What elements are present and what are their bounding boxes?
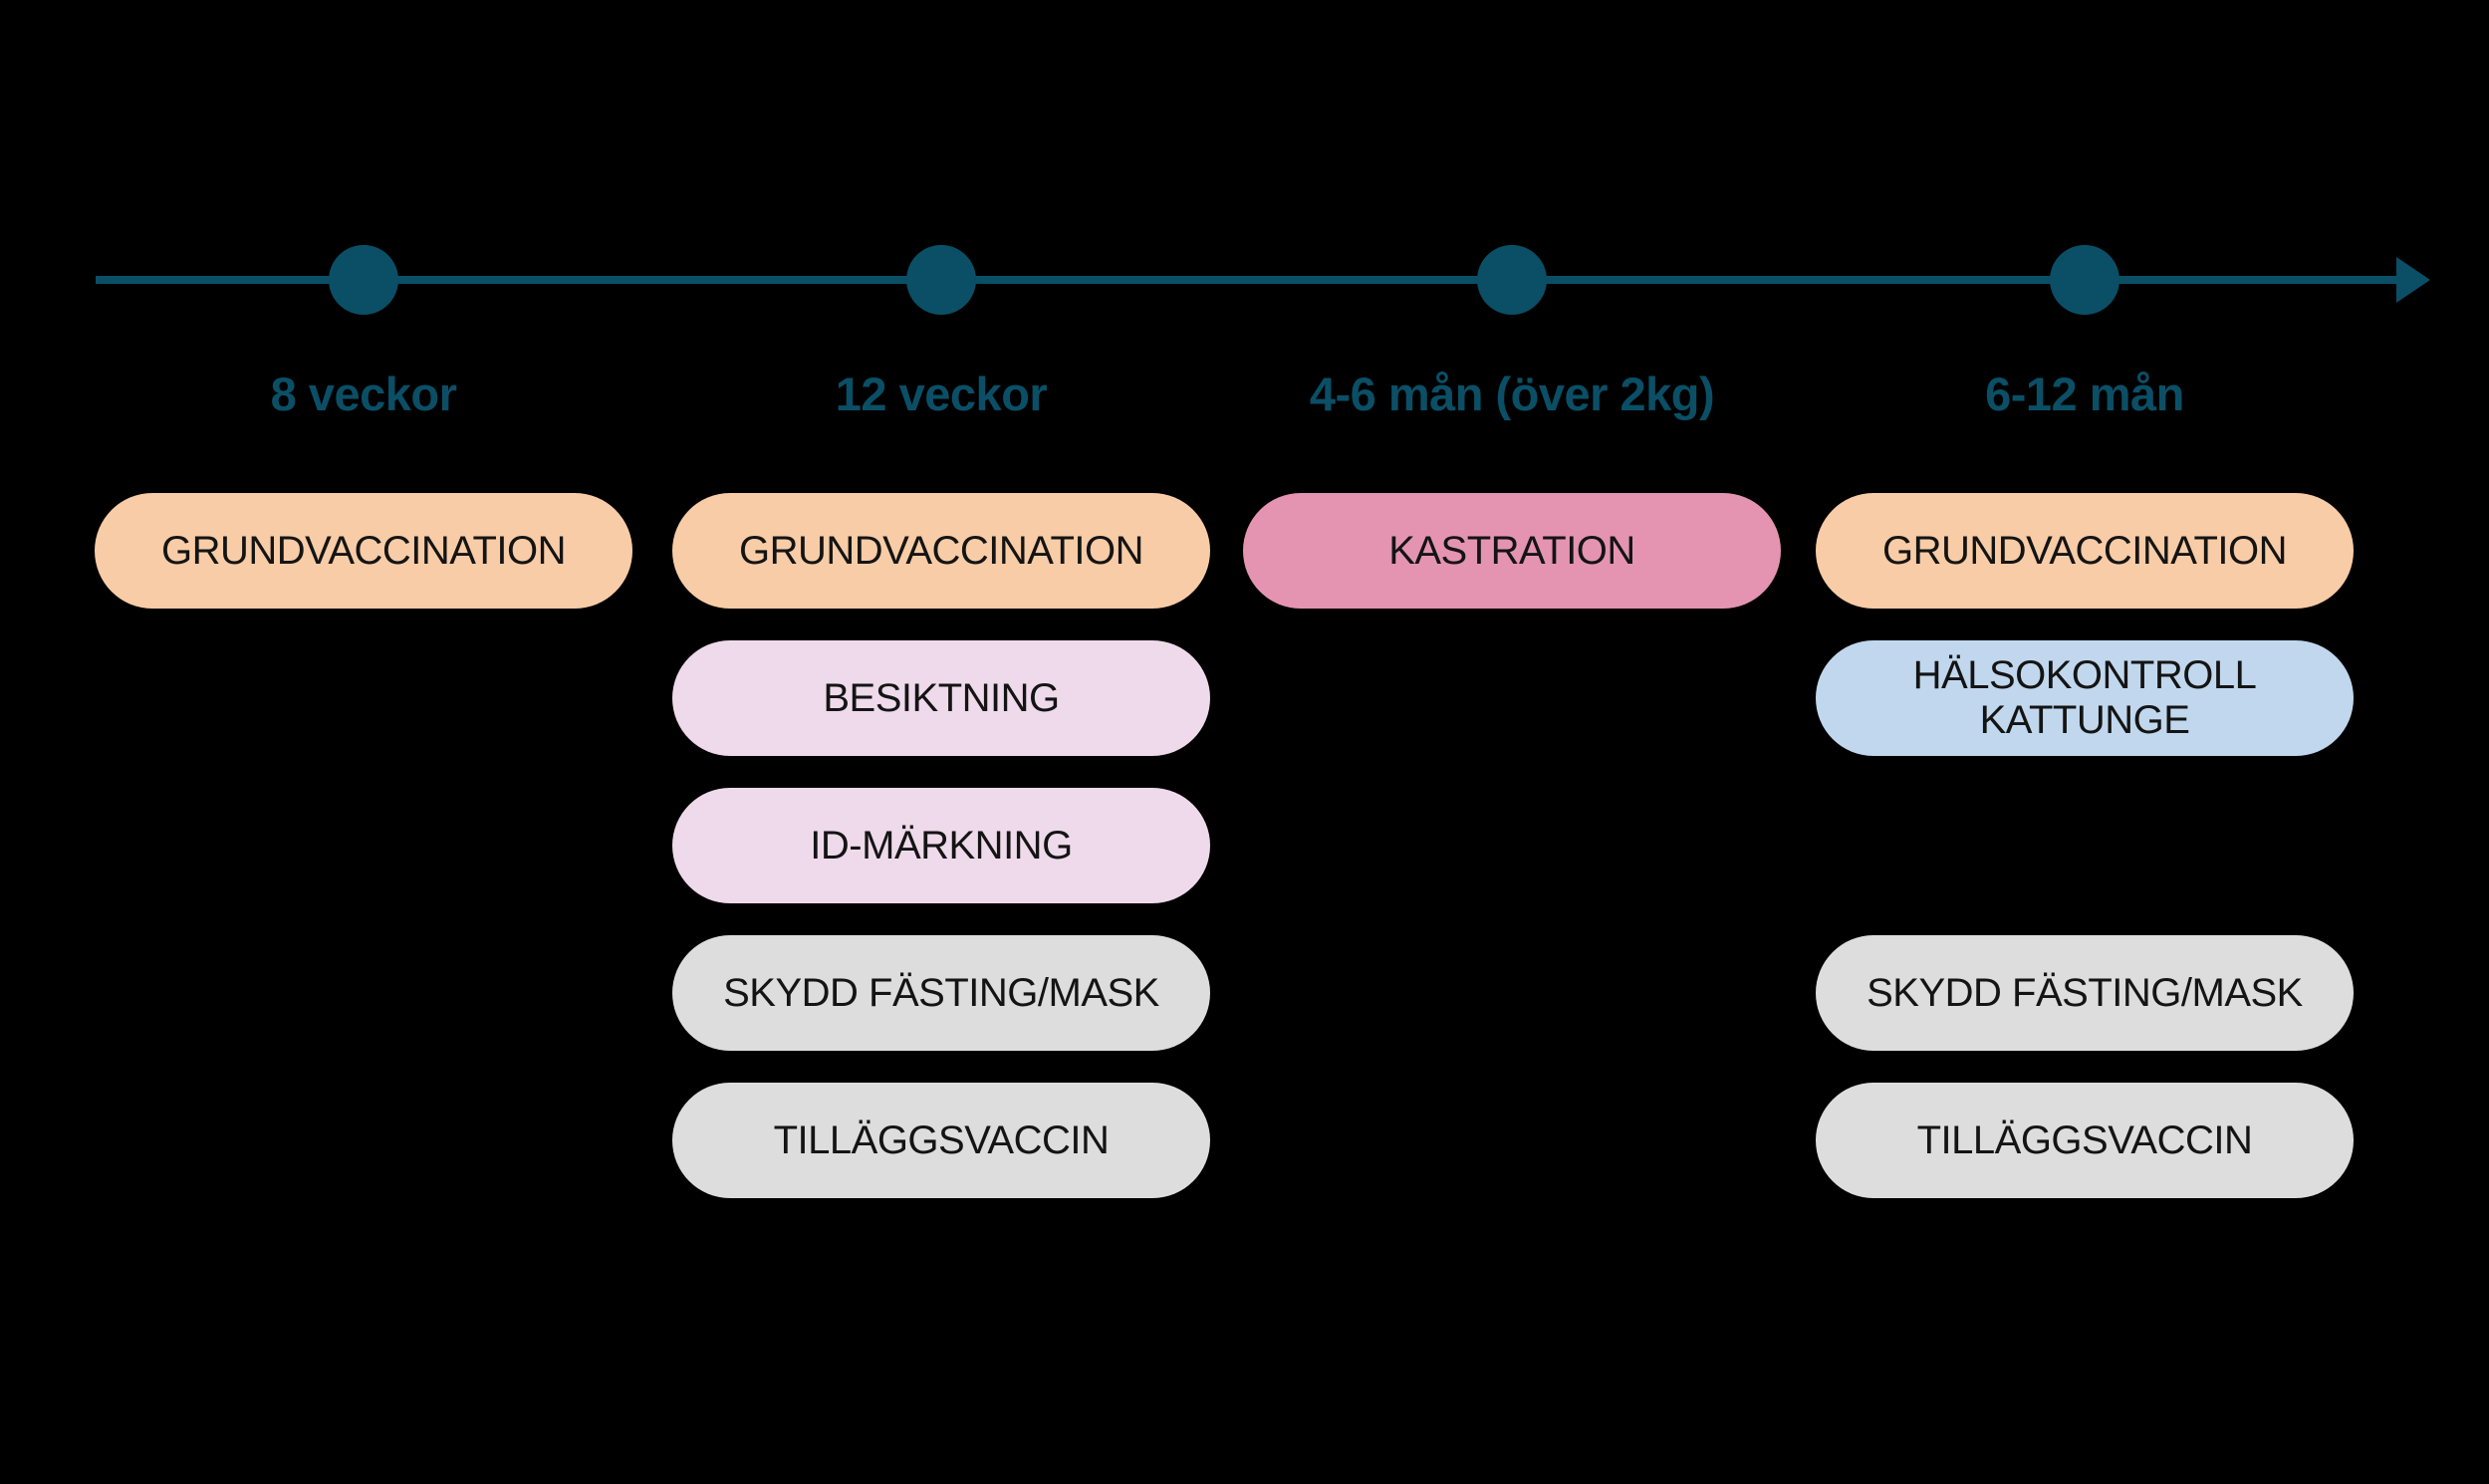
pill-skydd-fasting-mask-12-veckor: SKYDD FÄSTING/MASK: [672, 935, 1210, 1051]
pill-halsokontroll-kattunge: HÄLSOKONTROLL KATTUNGE: [1816, 640, 2354, 756]
pill-tillaggsvaccin-12-veckor: TILLÄGGSVACCIN: [672, 1083, 1210, 1198]
pill-grundvaccination-6-12-man: GRUNDVACCINATION: [1816, 493, 2354, 609]
arrow-right-icon: [2396, 257, 2430, 303]
milestone-label-6-12-man: 6-12 mån: [1985, 368, 2184, 420]
pill-skydd-fasting-mask-6-12-man: SKYDD FÄSTING/MASK: [1816, 935, 2354, 1051]
timeline-dot-12-veckor: [906, 245, 976, 315]
milestone-label-12-veckor: 12 veckor: [835, 368, 1048, 420]
pill-tillaggsvaccin-6-12-man: TILLÄGGSVACCIN: [1816, 1083, 2354, 1198]
milestone-label-8-veckor: 8 veckor: [270, 368, 457, 420]
pill-besiktning: BESIKTNING: [672, 640, 1210, 756]
pill-grundvaccination-12-veckor: GRUNDVACCINATION: [672, 493, 1210, 609]
pill-kastration: KASTRATION: [1243, 493, 1781, 609]
timeline-dot-8-veckor: [329, 245, 398, 315]
pill-id-markning: ID-MÄRKNING: [672, 788, 1210, 903]
milestone-label-4-6-man: 4-6 mån (över 2kg): [1309, 368, 1715, 420]
timeline-line: [96, 276, 2398, 284]
timeline-dot-4-6-man: [1477, 245, 1547, 315]
pill-grundvaccination-8-veckor: GRUNDVACCINATION: [95, 493, 632, 609]
timeline-dot-6-12-man: [2050, 245, 2119, 315]
